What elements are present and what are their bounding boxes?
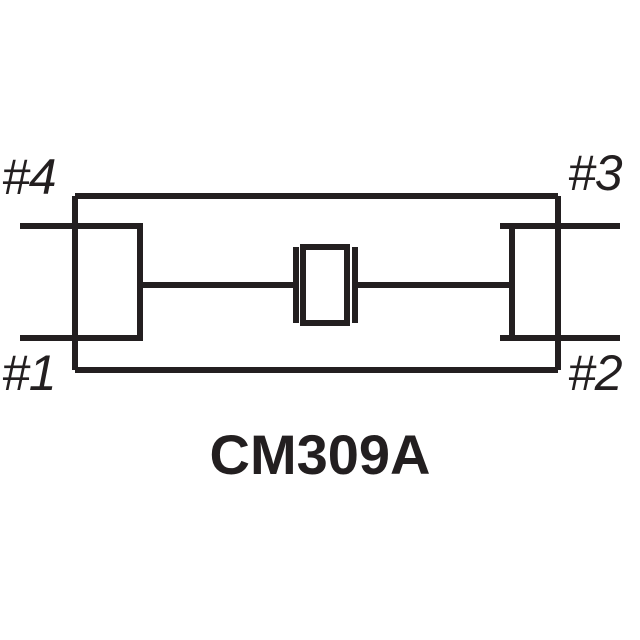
capacitor-plate-left bbox=[293, 247, 299, 323]
pin-label-1: #1 bbox=[2, 345, 57, 401]
pin-label-4: #4 bbox=[2, 149, 57, 205]
part-number-label: CM309A bbox=[209, 423, 431, 486]
coil-right-body bbox=[509, 223, 561, 341]
coil-left-body bbox=[72, 223, 143, 341]
pin-label-3: #3 bbox=[568, 145, 623, 201]
capacitor-plate-right bbox=[352, 247, 358, 323]
capacitor-body bbox=[300, 244, 350, 326]
pin-label-2: #2 bbox=[568, 345, 623, 401]
